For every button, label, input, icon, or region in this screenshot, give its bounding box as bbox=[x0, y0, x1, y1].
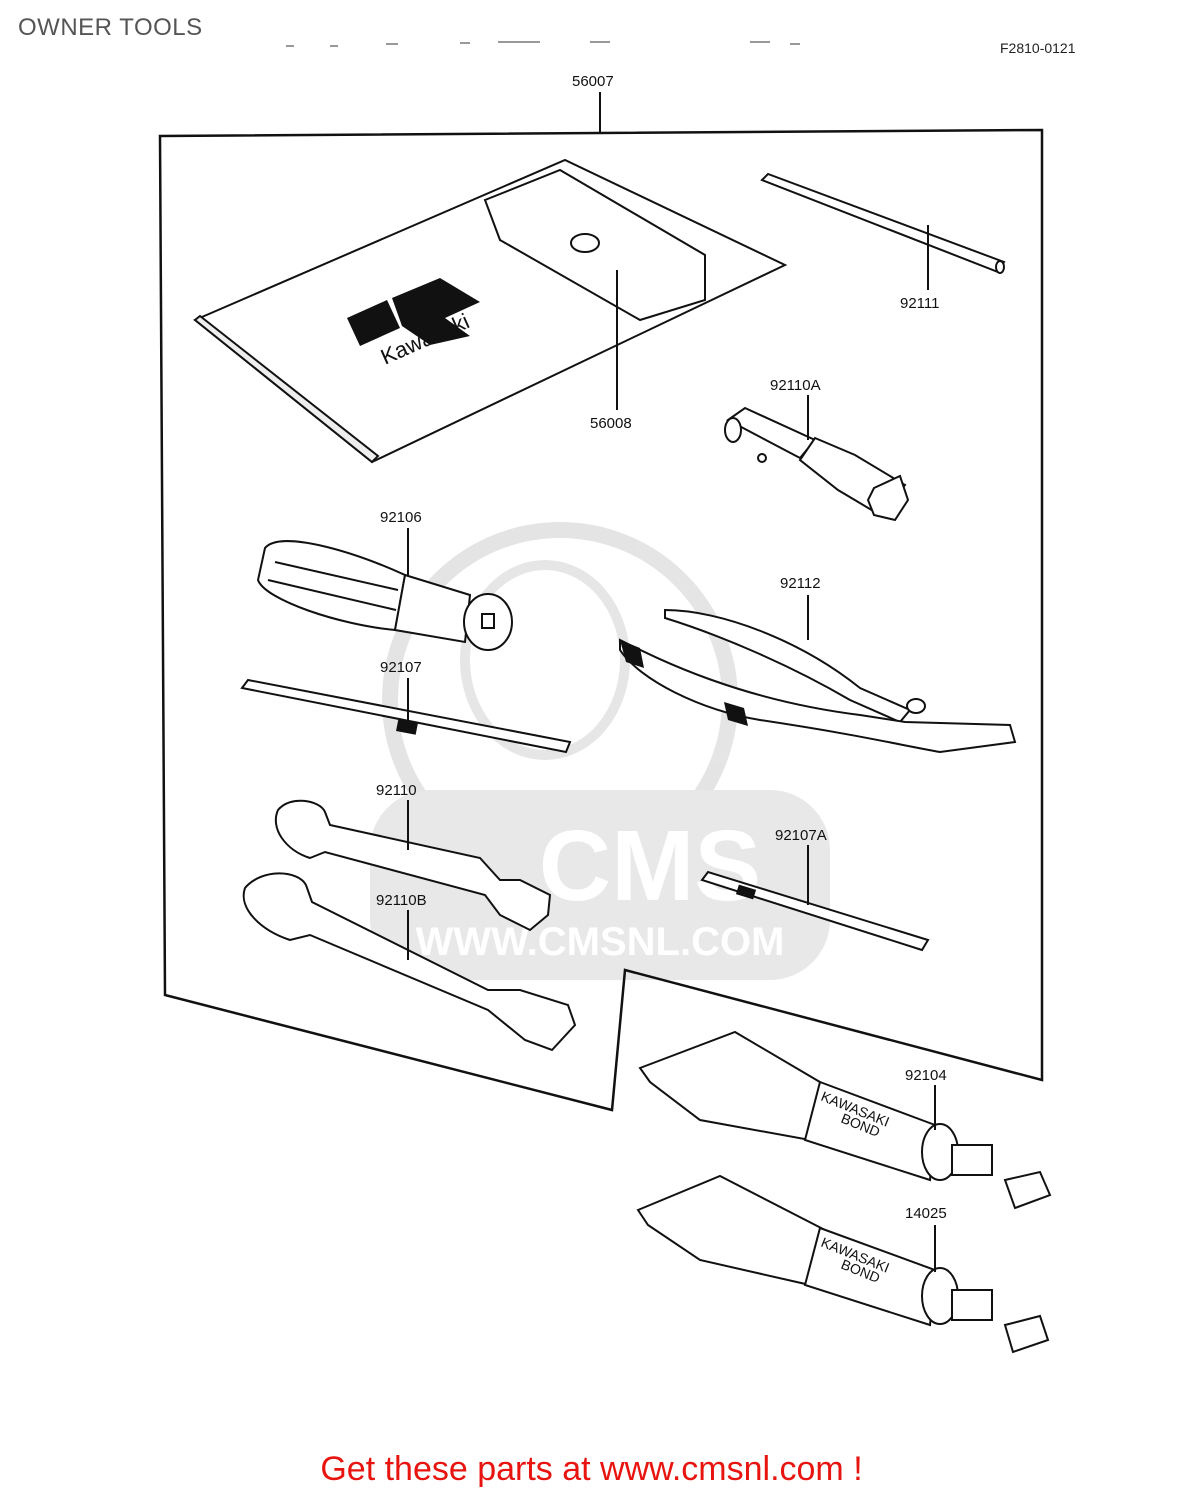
figure-code: F2810-0121 bbox=[1000, 40, 1076, 56]
part-number-92111: 92111 bbox=[900, 295, 940, 312]
footer-link[interactable]: Get these parts at www.cmsnl.com ! bbox=[320, 1450, 863, 1488]
pliers-grip-icon bbox=[620, 640, 748, 726]
scan-marks bbox=[286, 41, 800, 47]
parts-diagram: CMS WWW.CMSNL.COM 56007 Kawasaki 56008 9… bbox=[158, 41, 1052, 1354]
bond-tube: KAWASAKI BOND bbox=[638, 1030, 1052, 1210]
screwdriver-handle bbox=[256, 540, 513, 651]
open-end-wrench-b bbox=[242, 872, 577, 1052]
tool-pouch: Kawasaki bbox=[193, 158, 788, 464]
watermark-brand: CMS bbox=[539, 810, 761, 922]
bond-tube-2: KAWASAKI BOND bbox=[636, 1174, 1050, 1354]
part-number-92110A: 92110A bbox=[770, 377, 821, 394]
part-number-92110B: 92110B bbox=[376, 892, 427, 909]
page-title: OWNER TOOLS bbox=[18, 14, 203, 41]
screwdriver-blade-a bbox=[700, 870, 930, 952]
kawasaki-logo-icon bbox=[347, 278, 480, 346]
part-number-92107A: 92107A bbox=[775, 827, 827, 844]
pliers bbox=[619, 608, 1017, 754]
open-end-wrench bbox=[274, 799, 552, 932]
screwdriver-blade bbox=[240, 678, 572, 754]
spark-plug-wrench bbox=[724, 406, 910, 522]
cms-watermark: CMS WWW.CMSNL.COM bbox=[370, 522, 830, 980]
watermark-url: WWW.CMSNL.COM bbox=[416, 920, 785, 964]
part-number-56008: 56008 bbox=[590, 415, 632, 432]
kit-outline bbox=[158, 128, 1044, 1112]
part-number-14025: 14025 bbox=[905, 1205, 947, 1222]
part-number-92104: 92104 bbox=[905, 1067, 947, 1084]
part-number-56007: 56007 bbox=[572, 73, 614, 90]
extension-bar bbox=[760, 172, 1006, 274]
part-number-92106: 92106 bbox=[380, 509, 422, 526]
part-number-92110: 92110 bbox=[376, 782, 417, 799]
part-number-92112: 92112 bbox=[780, 575, 821, 592]
part-number-92107: 92107 bbox=[380, 659, 422, 676]
